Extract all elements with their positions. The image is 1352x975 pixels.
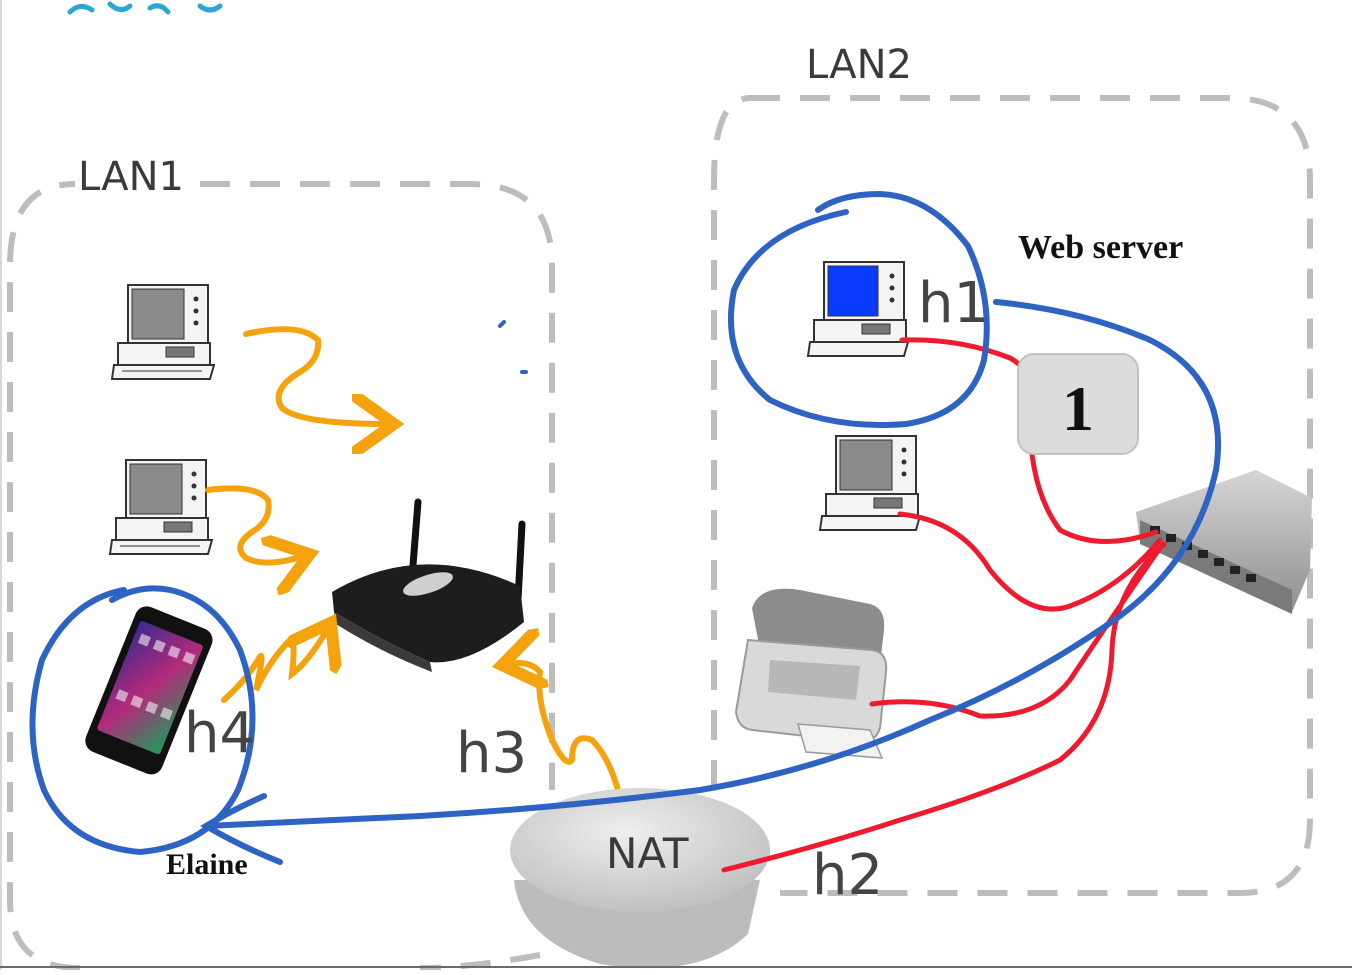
- bottom-frame-edge: [0, 966, 1352, 968]
- smartphone-icon: [85, 606, 213, 775]
- host-label-h2: h2: [812, 843, 883, 908]
- stray-ink-mark: [498, 320, 528, 374]
- elaine-label: Elaine: [166, 848, 248, 881]
- blue-route-path: [203, 299, 1222, 829]
- nat-label: NAT: [606, 829, 689, 878]
- wireless-signal-nat: [508, 663, 625, 809]
- step-badge: 1: [1017, 353, 1139, 455]
- highlight-circle-web-server: [728, 190, 990, 428]
- desktop-computer-icon: [108, 459, 214, 555]
- blue-route-arrowhead: [200, 793, 283, 865]
- left-frame-edge: [0, 0, 2, 970]
- desktop-computer-icon: [818, 435, 922, 531]
- host-label-h4: h4: [184, 701, 255, 766]
- host-label-h1: h1: [918, 271, 989, 336]
- wireless-signal-pc2: [205, 485, 304, 562]
- host-label-h3: h3: [456, 721, 527, 786]
- lan2-label: LAN2: [806, 42, 912, 88]
- lan2-boundary: [711, 95, 1313, 896]
- web-server-label: Web server: [1018, 229, 1183, 266]
- cropped-title-fragment: [67, 1, 223, 15]
- lan1-label: LAN1: [78, 154, 184, 200]
- network-switch-icon: [1136, 470, 1312, 614]
- step-badge-number: 1: [1062, 373, 1094, 444]
- nat-device-icon: [510, 788, 770, 969]
- wireless-signal-phone: [221, 628, 328, 703]
- printer-icon: [734, 588, 888, 759]
- wired-link-printer: [869, 545, 1163, 719]
- desktop-computer-icon: [806, 261, 910, 357]
- highlight-circle-phone: [29, 585, 256, 856]
- desktop-computer-icon: [110, 284, 216, 380]
- wireless-signal-pc1: [243, 326, 388, 424]
- wireless-router-icon: [332, 498, 526, 672]
- wired-link-pc2: [897, 511, 1163, 612]
